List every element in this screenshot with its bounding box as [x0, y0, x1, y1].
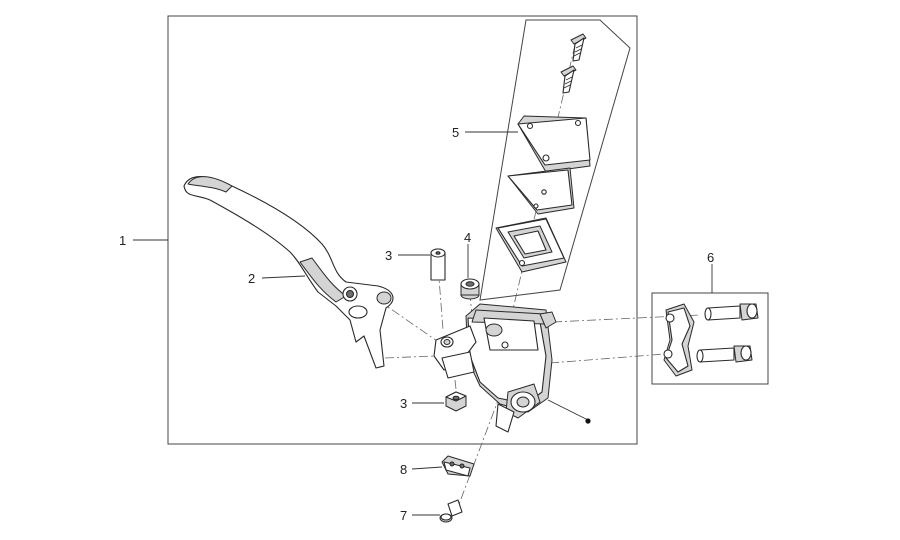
reservoir-plug	[460, 278, 480, 300]
callout-1: 1	[119, 233, 126, 248]
brake-lever	[183, 176, 394, 369]
pivot-bolt	[430, 248, 446, 281]
handlebar-clamp	[663, 303, 695, 377]
clamp-bolt-lower	[696, 345, 753, 363]
reference-dot	[585, 418, 591, 424]
cover-plate	[507, 167, 575, 215]
clamp-bolt-upper	[704, 303, 759, 321]
assembly-frame	[167, 15, 638, 445]
pivot-nut	[445, 391, 467, 412]
switch-screw	[439, 499, 463, 523]
callout-4: 4	[464, 230, 471, 245]
diaphragm	[495, 217, 567, 273]
callout-3-pivot-bolt: 3	[385, 248, 392, 263]
master-cylinder-body	[433, 303, 557, 433]
cover-screw-bottom	[560, 65, 577, 94]
cover-screw-top	[570, 33, 587, 62]
stop-switch	[441, 455, 475, 477]
reservoir-cover	[517, 115, 591, 173]
callout-3-nut: 3	[400, 396, 407, 411]
callout-7: 7	[400, 508, 407, 523]
reservoir-panel	[479, 19, 631, 301]
leader-lines	[133, 131, 713, 516]
callout-2: 2	[248, 271, 255, 286]
clamp-panel	[651, 292, 769, 385]
callout-6: 6	[707, 250, 714, 265]
callout-8: 8	[400, 462, 407, 477]
callout-5: 5	[452, 125, 459, 140]
